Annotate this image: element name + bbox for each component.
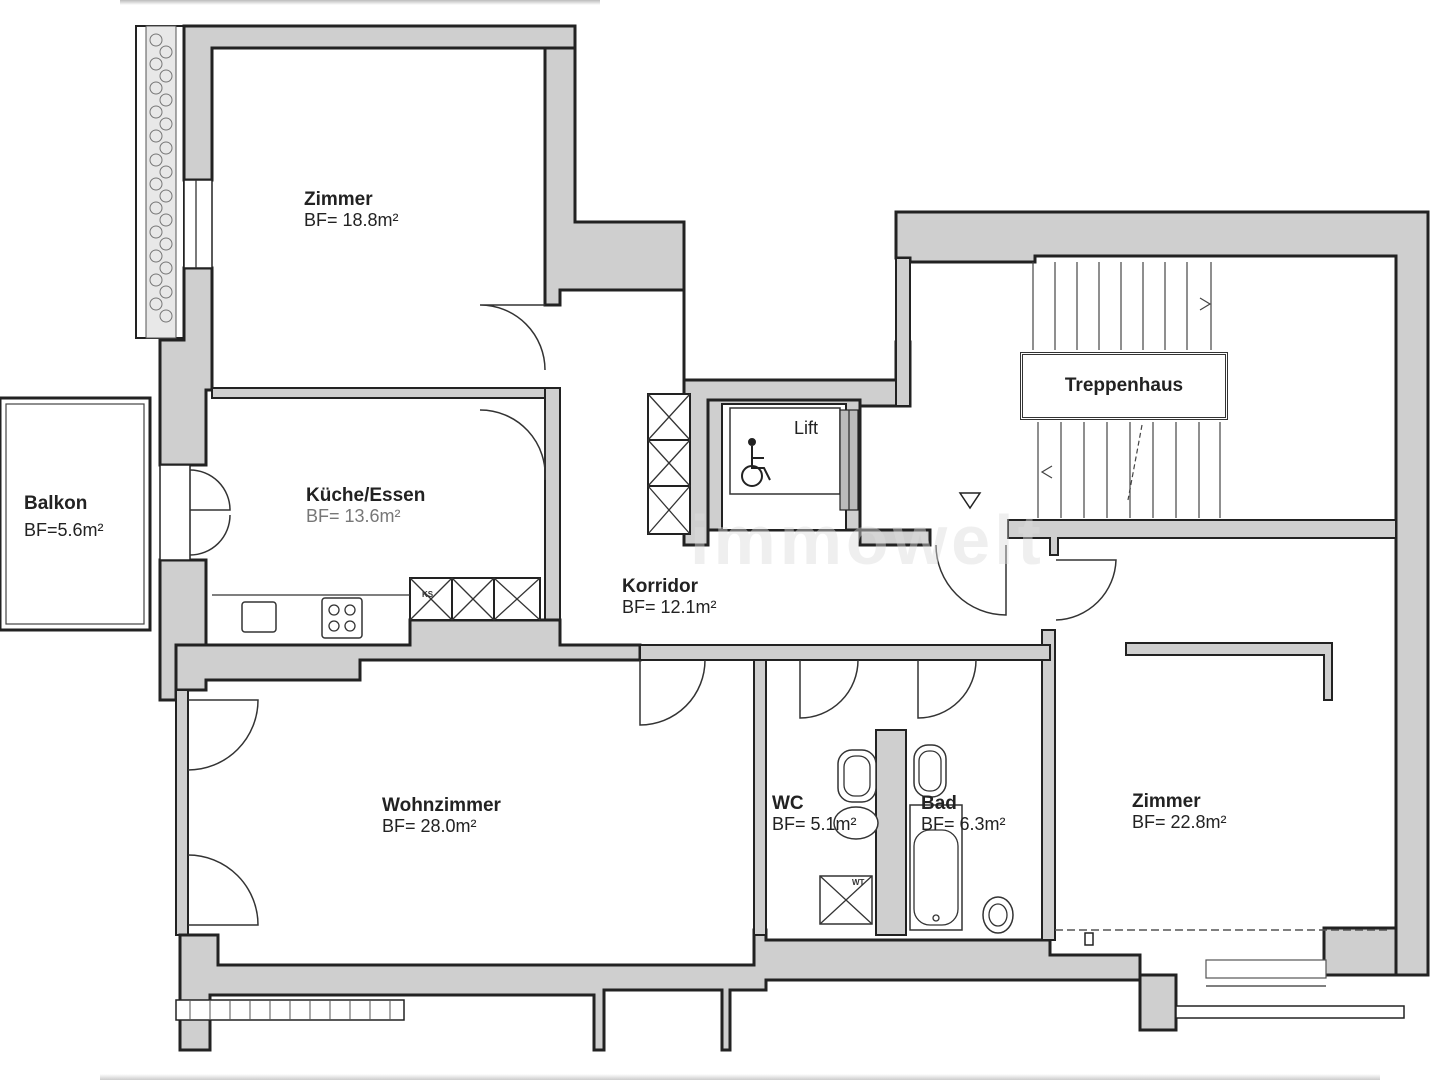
windows (175, 179, 1405, 1021)
lift-label: Lift (794, 418, 819, 438)
stairwell-label-box: Treppenhaus (1020, 352, 1228, 420)
left-facade-strip (135, 25, 185, 339)
entrance-marker-icon (958, 492, 982, 510)
bath-fixtures (909, 744, 1014, 934)
wc-fixtures (819, 749, 879, 925)
doors (187, 304, 1117, 926)
room-label-wohnzimmer: Wohnzimmer BF= 28.0m² (382, 795, 501, 836)
stairwell-label: Treppenhaus (1064, 375, 1184, 396)
room-label-zimmer-2: Zimmer BF= 22.8m² (1132, 791, 1227, 832)
washer-tag: WT (852, 878, 865, 887)
corridor-cabinets (647, 393, 691, 535)
walls (158, 24, 1430, 1052)
kitchen-units (212, 577, 541, 639)
room-label-bad: Bad BF= 6.3m² (921, 793, 1006, 834)
room-label-balkon: Balkon BF=5.6m² (24, 493, 104, 540)
room-label-zimmer-1: Zimmer BF= 18.8m² (304, 189, 399, 230)
stairs (1032, 262, 1221, 518)
room-label-korridor: Korridor BF= 12.1m² (622, 576, 717, 617)
lift-cabin (721, 403, 859, 531)
balcony-outline (0, 396, 191, 632)
interior-lines (1055, 929, 1390, 946)
scan-edge-top (120, 0, 600, 5)
room-label-kueche: Küche/Essen BF= 13.6m² (306, 485, 426, 526)
fridge-tag: KS (422, 590, 434, 599)
wheelchair-icon (741, 438, 771, 487)
room-label-wc: WC BF= 5.1m² (772, 793, 857, 834)
scan-edge-bottom (100, 1074, 1380, 1080)
